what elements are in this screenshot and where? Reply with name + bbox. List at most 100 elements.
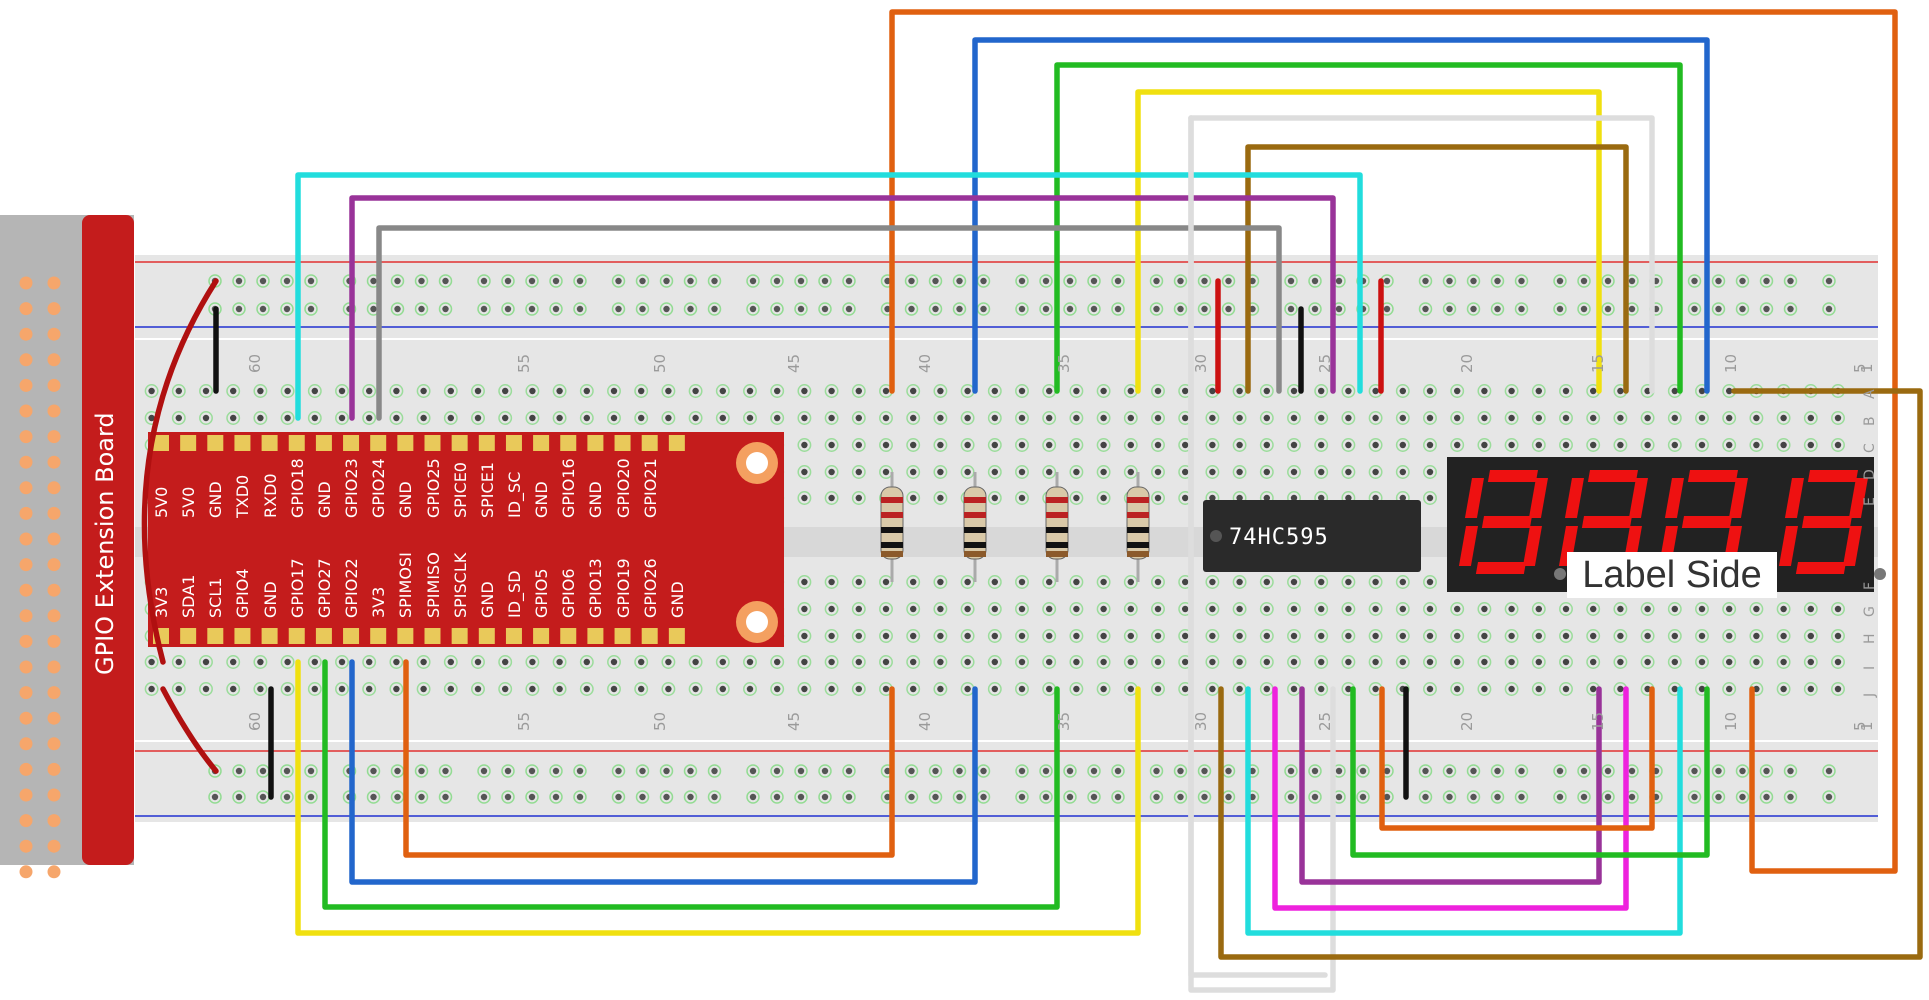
rail-hole-ring xyxy=(1514,764,1529,778)
breadboard-hole xyxy=(1807,441,1815,449)
breadboard-hole xyxy=(447,685,454,693)
breadboard-hole-ring xyxy=(1504,384,1519,398)
breadboard-hole xyxy=(1644,387,1651,395)
rail-hole xyxy=(1335,305,1343,313)
breadboard-hole-ring xyxy=(797,491,812,505)
breadboard-hole xyxy=(1535,605,1543,613)
breadboard-hole xyxy=(1209,468,1216,476)
breadboard-hole xyxy=(1046,685,1053,693)
breadboard-hole xyxy=(665,685,672,693)
breadboard-hole-ring xyxy=(1640,602,1655,616)
header-pin xyxy=(47,353,61,367)
breadboard-hole xyxy=(964,414,971,422)
breadboard-hole xyxy=(1454,387,1461,395)
breadboard-hole-ring xyxy=(416,655,431,669)
column-number-top: 45 xyxy=(785,353,803,373)
gpio-bottom-label: GPIO6 xyxy=(559,568,579,618)
rail-hole xyxy=(908,793,915,801)
rail-hole xyxy=(504,793,512,801)
breadboard-hole xyxy=(393,387,400,395)
rail-hole xyxy=(1383,767,1391,775)
rail-hole xyxy=(1446,767,1453,775)
breadboard-hole-ring xyxy=(851,655,866,669)
rail-hole-ring xyxy=(414,302,429,316)
cobbler-pin-top xyxy=(424,435,441,451)
rail-hole-ring xyxy=(232,302,246,316)
breadboard-hole-ring xyxy=(1069,629,1084,643)
breadboard-hole xyxy=(1562,685,1570,693)
rail-hole-ring xyxy=(1149,790,1164,804)
breadboard-hole-ring xyxy=(824,438,839,452)
rail-hole-ring xyxy=(818,274,832,288)
gpio-top-label: GPIO25 xyxy=(423,458,443,518)
rail-hole-ring xyxy=(232,790,246,804)
breadboard-hole xyxy=(1345,578,1352,586)
rail-hole xyxy=(687,277,694,285)
cobbler-pin-top xyxy=(370,435,387,451)
breadboard-hole xyxy=(420,685,427,693)
breadboard-hole xyxy=(855,414,862,422)
rail-hole xyxy=(1825,305,1833,313)
breadboard-hole xyxy=(1753,441,1760,449)
rail-hole-ring xyxy=(794,302,808,316)
rail-hole-ring xyxy=(1063,302,1077,316)
breadboard-hole-ring xyxy=(1695,438,1709,452)
jumper-arc-red xyxy=(141,278,219,665)
breadboard-hole-ring xyxy=(933,602,948,616)
breadboard-hole xyxy=(1834,441,1842,449)
rail-hole-ring xyxy=(928,764,943,778)
rail-hole-ring xyxy=(1221,302,1236,316)
resistor-icon xyxy=(963,486,987,560)
breadboard-hole-ring xyxy=(1015,655,1029,669)
breadboard-hole-ring xyxy=(253,411,268,425)
breadboard-hole-ring xyxy=(1395,602,1410,616)
breadboard-hole xyxy=(1426,414,1434,422)
breadboard-hole-ring xyxy=(1667,655,1682,669)
breadboard-hole xyxy=(991,494,998,502)
header-pin xyxy=(47,634,61,648)
breadboard-hole xyxy=(1780,658,1787,666)
rail-hole xyxy=(711,793,718,801)
breadboard-hole xyxy=(1318,387,1325,395)
breadboard-hole-ring xyxy=(416,411,431,425)
breadboard-hole xyxy=(1753,685,1760,693)
breadboard-hole-ring xyxy=(1096,655,1111,669)
gpio-top-label: SPICE1 xyxy=(477,462,497,518)
gpio-bottom-label: ID_SD xyxy=(504,570,524,618)
rail-hole xyxy=(956,305,963,313)
rail-hole xyxy=(394,277,401,285)
cobbler-pin-bottom xyxy=(505,628,522,644)
rail-hole-ring xyxy=(1735,302,1750,316)
rail-hole xyxy=(797,277,805,285)
breadboard-hole-ring xyxy=(797,629,812,643)
rail-hole xyxy=(980,793,987,801)
breadboard-hole-ring xyxy=(471,655,485,669)
breadboard-hole xyxy=(583,658,590,666)
display-segment xyxy=(1778,526,1798,566)
breadboard-hole xyxy=(1753,632,1760,640)
breadboard-hole-ring xyxy=(1423,384,1437,398)
breadboard-hole xyxy=(1671,632,1679,640)
cobbler-pin-bottom xyxy=(614,628,631,644)
rail-hole xyxy=(307,277,315,285)
rail-hole xyxy=(1114,767,1122,775)
breadboard-hole xyxy=(1182,658,1189,666)
breadboard-hole xyxy=(1318,605,1325,613)
breadboard-hole xyxy=(393,685,400,693)
breadboard-hole xyxy=(1073,494,1080,502)
breadboard-hole xyxy=(1726,658,1733,666)
breadboard-hole xyxy=(202,658,210,666)
breadboard-hole-ring xyxy=(552,411,567,425)
breadboard-hole-ring xyxy=(307,411,322,425)
breadboard-hole xyxy=(855,605,862,613)
header-pin xyxy=(19,353,33,367)
breadboard-hole-ring xyxy=(1015,384,1029,398)
rail-hole xyxy=(1249,767,1256,775)
breadboard-hole xyxy=(338,658,346,666)
breadboard-hole-ring xyxy=(362,655,377,669)
breadboard-hole-ring xyxy=(1151,682,1165,696)
breadboard-hole xyxy=(1290,632,1298,640)
breadboard-hole xyxy=(1236,494,1243,502)
rail-hole-ring xyxy=(366,790,381,804)
